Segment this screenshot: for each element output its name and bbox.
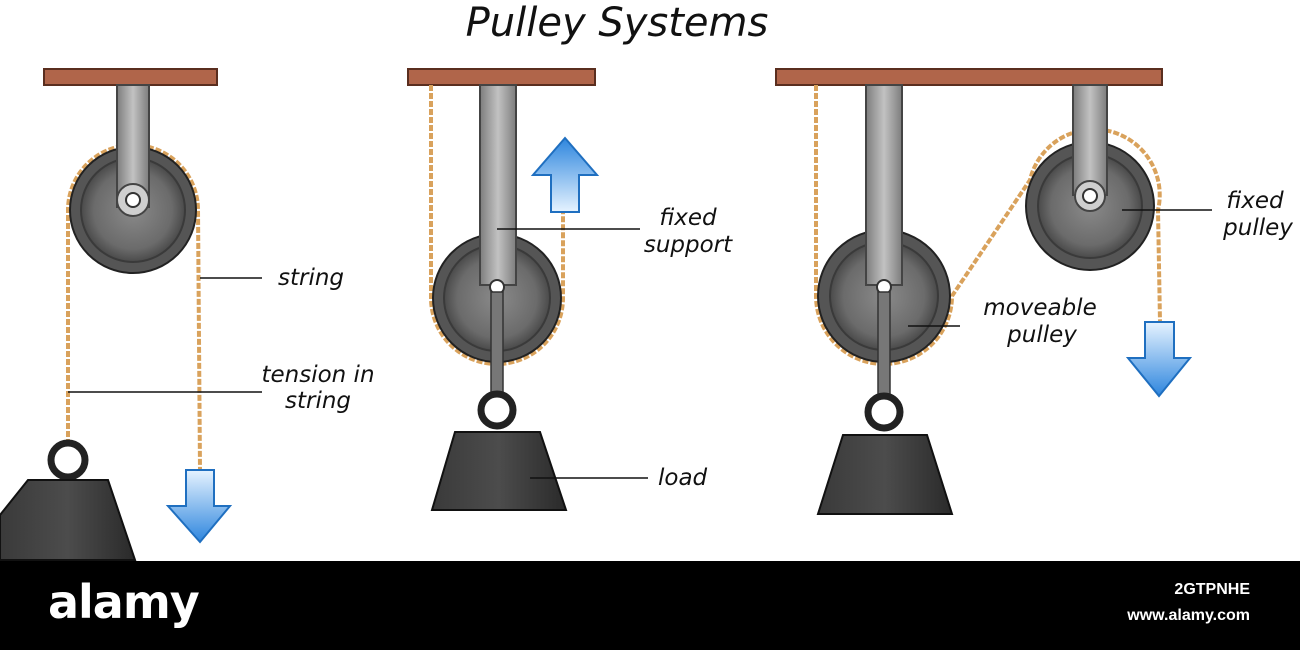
label-tension-line1: tension in [261,362,374,388]
fixed-support-bracket [479,84,517,286]
footer-url: www.alamy.com [1127,607,1250,624]
label-string: string [278,265,344,291]
label-load: load [658,465,708,491]
hanger-rod [490,291,504,393]
label-moveable-line1: moveable [983,295,1096,321]
label-fixed-pulley-line1: fixed [1226,188,1284,214]
hook-ring [864,392,904,432]
alamy-logo: alamy [48,575,200,629]
hook-ring [47,439,89,481]
label-fixed-support-line1: fixed [659,205,717,231]
pulley-bracket [1072,84,1108,196]
diagram-title: Pulley Systems [466,0,769,46]
ceiling-beam [775,68,1163,86]
system-compound-pulley: fixed pulley moveable pulley [775,68,1293,515]
system-moveable-pulley: fixed support load [407,68,733,511]
hanger-rod [877,291,891,395]
down-arrow-icon [165,469,233,544]
axle [1082,188,1098,204]
ceiling-beam [407,68,596,86]
image-id: 2GTPNHE [1174,581,1250,598]
weight [816,434,954,515]
ceiling-beam [43,68,218,86]
pulley-bracket [865,84,903,286]
rope [814,85,1162,366]
weight [430,431,568,511]
hook-ring [477,390,517,430]
label-tension-line2: string [285,388,351,414]
weight [0,479,137,561]
label-fixed-pulley-line2: pulley [1222,215,1293,241]
label-moveable-line2: pulley [1006,322,1077,348]
watermark-footer: alamy 2GTPNHE www.alamy.com [0,561,1300,650]
axle [125,192,141,208]
up-arrow-icon [530,136,600,213]
label-fixed-support-line2: support [644,232,733,258]
down-arrow-icon [1125,321,1193,398]
system-fixed-pulley: string tension in string [0,68,375,561]
